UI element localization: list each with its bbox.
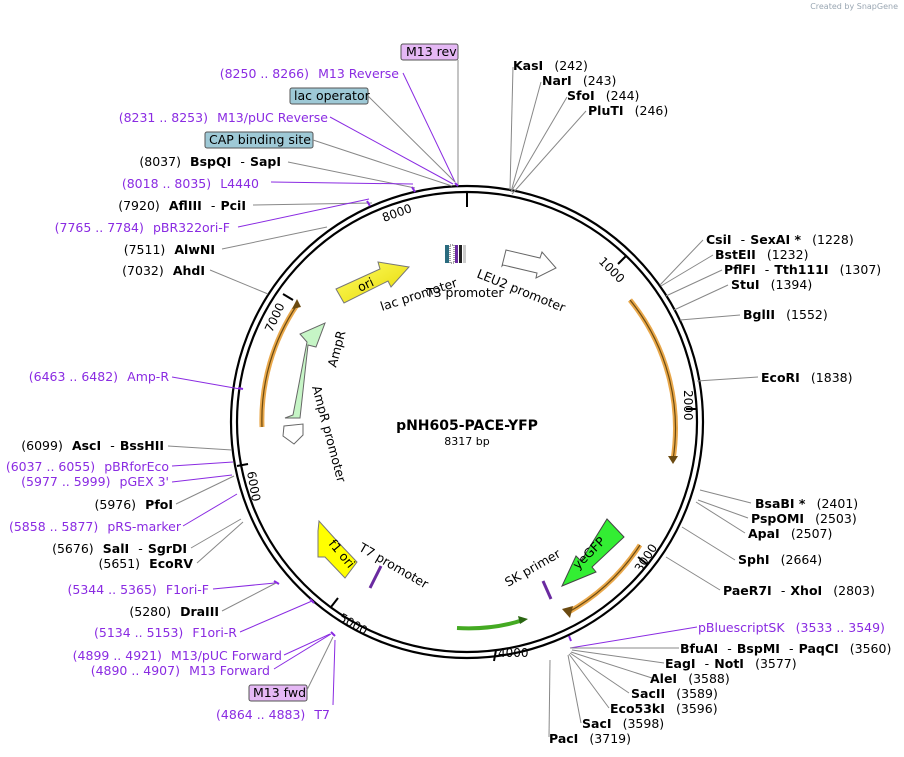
arc-arrowhead: [292, 299, 301, 309]
ampr-feature: AmpR AmpR promoter: [282, 322, 350, 485]
label-paer7i: PaeR7I - XhoI (2803): [723, 580, 875, 599]
label-alei: AleI (3588): [650, 668, 730, 687]
label-pgex3: (5977 .. 5999) pGEX 3': [21, 471, 169, 490]
label-bglii: BglII (1552): [743, 304, 828, 323]
svg-text:M13 rev: M13 rev: [406, 44, 457, 59]
tick-8000: 8000: [380, 201, 413, 225]
label-nari: NarI (243): [542, 70, 616, 89]
right-labels: KasI (242) NarI (243) SfoI (244) PluTI (…: [513, 55, 891, 747]
ampr-label: AmpR: [324, 329, 348, 369]
label-f1ori-r: (5134 .. 5153) F1ori-R: [94, 622, 237, 641]
label-pluti: PluTI (246): [588, 100, 668, 119]
orange-arc-cores: [261, 299, 677, 614]
label-l4440: (8018 .. 8035) L4440: [122, 173, 259, 192]
label-amp-r: (6463 .. 6482) Amp-R: [29, 366, 170, 385]
plasmid-name: pNH605-PACE-YFP: [396, 418, 538, 434]
label-apai: ApaI (2507): [748, 523, 832, 542]
label-sali: (5676) SalI - SgrDI: [52, 538, 187, 557]
label-eagi: EagI - NotI (3577): [665, 653, 797, 672]
label-ecorv: (5651) EcoRV: [98, 553, 193, 572]
label-pbr322ori-f: (7765 .. 7784) pBR322ori-F: [55, 217, 230, 236]
label-t7: (4864 .. 4883) T7: [216, 704, 330, 723]
t7-promoter-label: T7 promoter: [356, 539, 432, 592]
label-asci: (6099) AscI - BssHII: [21, 435, 164, 454]
ori-feature: ori: [335, 261, 410, 304]
label-sfoi: SfoI (244): [567, 85, 639, 104]
label-m13-reverse: (8250 .. 8266) M13 Reverse: [220, 63, 400, 82]
label-f1ori-f: (5344 .. 5365) F1ori-F: [68, 579, 209, 598]
position-ticks: [236, 192, 697, 662]
boxed-cap-site: CAP binding site: [204, 131, 314, 149]
snapgene-credit: Created by SnapGene: [810, 2, 898, 11]
label-eco53ki: Eco53kI (3596): [610, 698, 718, 717]
label-ecori: EcoRI (1838): [761, 367, 852, 386]
label-afliii: (7920) AflIII - PciI: [118, 195, 246, 214]
boxed-m13-rev: M13 rev: [400, 43, 459, 61]
leu2-promoter-feature: LEU2 promoter: [475, 249, 568, 315]
label-pbrforeco: (6037 .. 6055) pBRforEco: [6, 456, 169, 475]
label-saci: SacI (3598): [582, 713, 664, 732]
label-draiii: (5280) DraIII: [129, 601, 219, 620]
orange-arcs: [259, 298, 678, 616]
label-kasi: KasI (242): [513, 55, 588, 74]
f1-ori-feature: f1 ori T7 promoter: [317, 519, 432, 592]
green-arc: [456, 618, 524, 631]
leader-lines-left: [167, 60, 459, 706]
plasmid-size: 8317 bp: [444, 435, 489, 448]
label-prs-marker: (5858 .. 5877) pRS-marker: [9, 516, 182, 535]
tick-2000: 2000: [681, 390, 695, 421]
svg-text:M13 fwd: M13 fwd: [253, 685, 306, 700]
label-sphi: SphI (2664): [738, 549, 822, 568]
label-paci: PacI (3719): [549, 728, 631, 747]
sk-primer-label: SK primer: [502, 545, 564, 589]
label-ahdi: (7032) AhdI: [122, 260, 205, 279]
tick-4000: 4000: [498, 646, 529, 660]
label-pflfi: PflFI - Tth111I (1307): [724, 259, 881, 278]
left-labels: (8250 .. 8266) M13 Reverse (8231 .. 8253…: [6, 63, 400, 723]
t3-promoter-label: T3 promoter: [425, 285, 504, 300]
arc-arrowhead: [518, 616, 528, 624]
boxed-m13-fwd: M13 fwd: [248, 684, 308, 702]
ampr-promoter-label: AmpR promoter: [309, 384, 349, 485]
label-csii: CsiI - SexAI * (1228): [706, 229, 854, 248]
tick-5000: 5000: [337, 610, 370, 637]
label-bfuai: BfuAI - BspMI - PaqCI (3560): [680, 638, 891, 657]
label-bsabi: BsaBI * (2401): [755, 493, 858, 512]
tick-6000: 6000: [244, 470, 263, 503]
label-pbluescriptsk: pBluescriptSK (3533 .. 3549): [698, 617, 885, 636]
tick-3000: 3000: [632, 541, 660, 574]
svg-text:CAP binding site: CAP binding site: [209, 132, 311, 147]
label-m13-puc-forward: (4899 .. 4921) M13/pUC Forward: [73, 645, 282, 664]
label-bsteii: BstEII (1232): [715, 244, 808, 263]
site-markers: [237, 182, 572, 642]
label-stui: StuI (1394): [731, 274, 812, 293]
svg-text:lac operator: lac operator: [294, 88, 371, 103]
label-pspomi: PspOMI (2503): [751, 508, 857, 527]
leader-lines-right: [509, 66, 759, 738]
label-alwni: (7511) AlwNI: [124, 239, 215, 258]
ori-label: ori: [355, 274, 376, 294]
label-pfoi: (5976) PfoI: [94, 494, 173, 513]
arc-arrowhead: [668, 456, 678, 464]
label-bspqi: (8037) BspQI - SapI: [139, 151, 281, 170]
label-sacii: SacII (3589): [631, 683, 718, 702]
label-m13-puc-reverse: (8231 .. 8253) M13/pUC Reverse: [119, 107, 329, 126]
boxed-lac-operator: lac operator: [289, 87, 371, 105]
label-m13-forward: (4890 .. 4907) M13 Forward: [91, 660, 270, 679]
arc-arrowhead: [562, 606, 573, 618]
